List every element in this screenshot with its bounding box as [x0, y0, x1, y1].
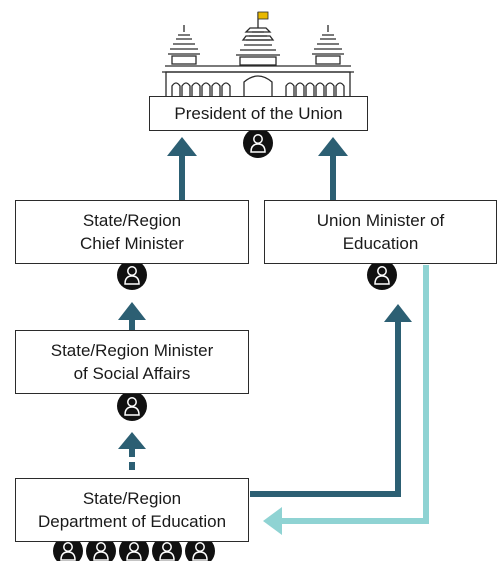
- social-affairs-person-icon: [117, 391, 147, 421]
- chief-minister-person-icon: [117, 260, 147, 290]
- department-person-icon-5: [185, 536, 215, 561]
- department-box: State/Region Department of Education: [15, 478, 249, 542]
- arrow-line-union-to-department: [280, 265, 429, 524]
- arrowhead-union-to-president: [318, 137, 348, 156]
- arrowhead-department-to-social: [118, 432, 146, 449]
- dashed-segment-2: [129, 462, 135, 470]
- arrow-line-department-to-union: [250, 320, 401, 497]
- social-affairs-box: State/Region Minister of Social Affairs: [15, 330, 249, 394]
- arrow-shaft-union-to-president: [330, 152, 336, 200]
- union-minister-box: Union Minister of Education: [264, 200, 497, 264]
- flag-icon: [257, 11, 269, 22]
- chief-minister-box: State/Region Chief Minister: [15, 200, 249, 264]
- arrowhead-union-to-department: [263, 507, 282, 535]
- department-person-icon-2: [86, 536, 116, 561]
- dashed-segment-1: [129, 449, 135, 457]
- president-person-icon: [243, 128, 273, 158]
- arrowhead-department-to-union: [384, 304, 412, 322]
- parliament-building-icon: [162, 11, 354, 101]
- department-person-icon-4: [152, 536, 182, 561]
- arrowhead-social-to-chief: [118, 302, 146, 320]
- arrow-shaft-social-to-chief: [129, 316, 135, 332]
- arrowhead-chief-to-president: [167, 137, 197, 156]
- union-minister-person-icon: [367, 260, 397, 290]
- department-person-icon-1: [53, 536, 83, 561]
- arrow-shaft-chief-to-president: [179, 152, 185, 200]
- department-person-icon-3: [119, 536, 149, 561]
- president-box: President of the Union: [149, 96, 368, 131]
